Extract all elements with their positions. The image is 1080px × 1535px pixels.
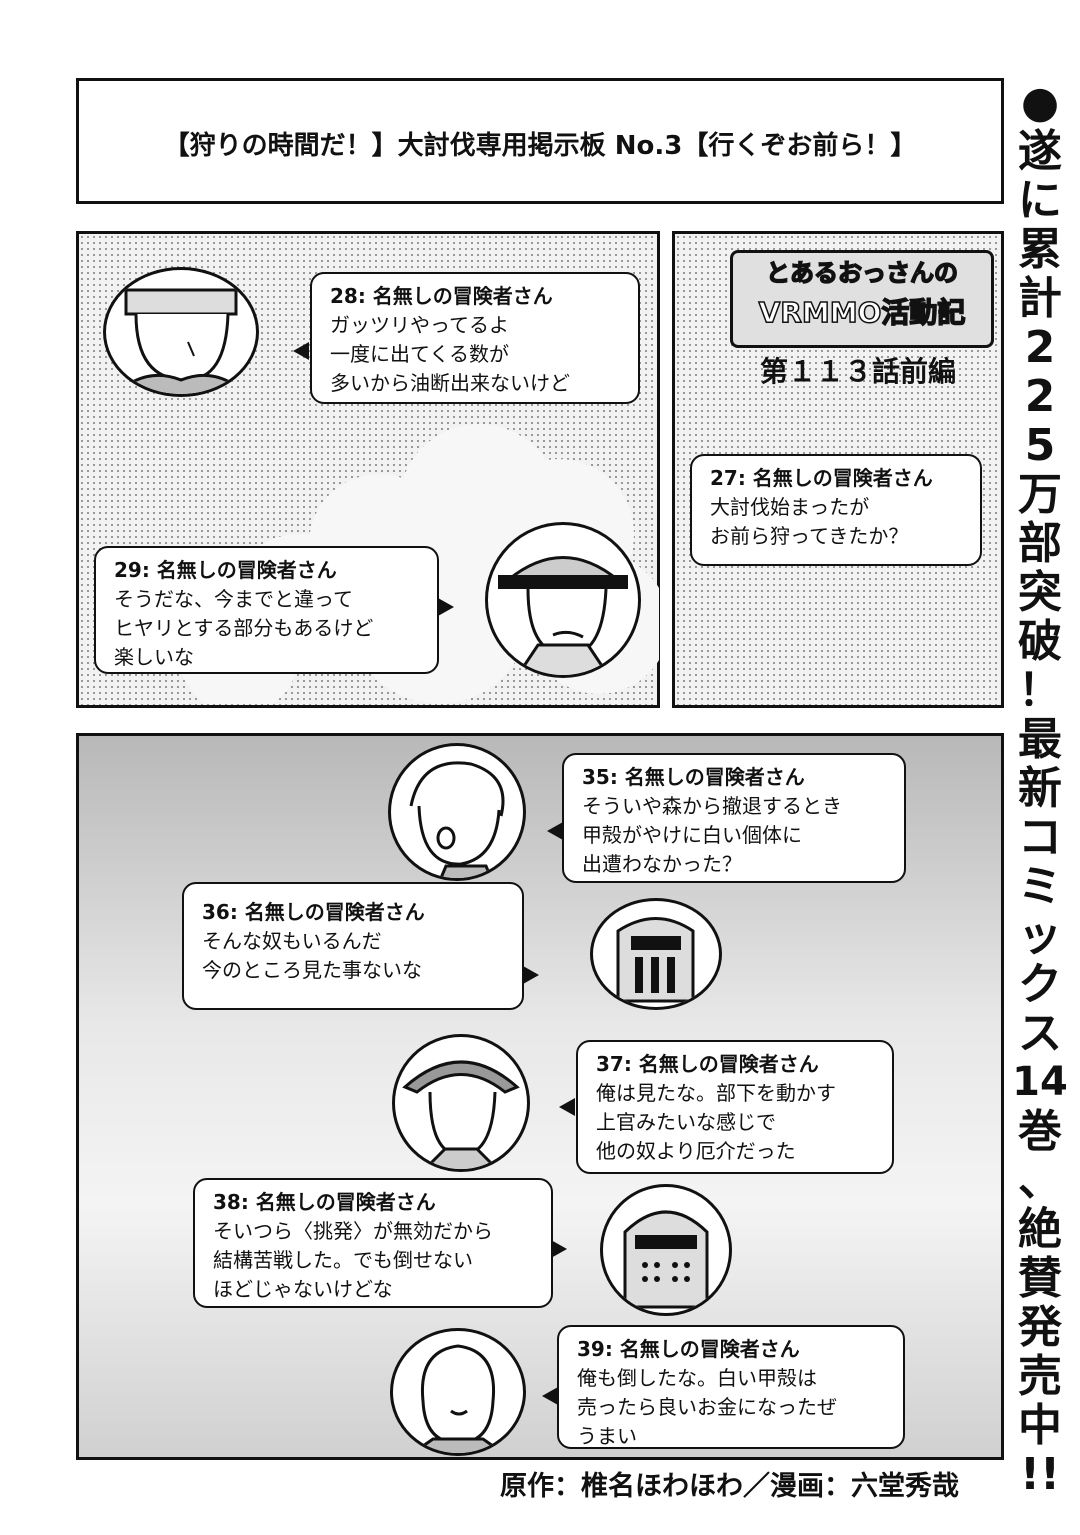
- side-banner-char: ●: [1020, 77, 1060, 128]
- cap-face-icon: [402, 1060, 520, 1169]
- post-bubble-27: 27: 名無しの冒険者さん 大討伐始まったが お前ら狩ってきたか？: [690, 454, 982, 566]
- side-banner-char: 中: [1018, 1400, 1062, 1451]
- post-bubble-39: 39: 名無しの冒険者さん 俺も倒したな。白い甲殻は 売ったら良いお金になったぜ…: [557, 1325, 905, 1449]
- post-line: そいつら〈挑発〉が無効だから: [213, 1219, 493, 1243]
- avatar-post-35: [388, 743, 526, 881]
- post-line: 甲殻がやけに白い個体に: [582, 823, 802, 847]
- post-line: お前ら狩ってきたか？: [710, 524, 909, 548]
- side-banner-char: 累: [1018, 224, 1062, 275]
- side-banner-char: 売: [1018, 1351, 1062, 1402]
- side-banner-char: 遂: [1018, 126, 1062, 177]
- series-logo: とあるおっさんの VRMMO活動記: [730, 250, 994, 348]
- post-line: ほどじゃないけどな: [213, 1277, 393, 1301]
- post-bubble-35: 35: 名無しの冒険者さん そういや森から撤退するとき 甲殻がやけに白い個体に …: [562, 753, 906, 883]
- side-banner-char: 絶: [1018, 1204, 1062, 1255]
- side-banner-char: 万: [1018, 469, 1062, 520]
- side-banner-char: 部: [1018, 518, 1062, 569]
- side-banner-char: 最: [1018, 714, 1062, 765]
- side-banner-char: 賛: [1018, 1253, 1062, 1304]
- side-banner-char: 14: [1012, 1059, 1068, 1105]
- post-line: そんな奴もいるんだ: [202, 929, 382, 953]
- post-header: 38: 名無しの冒険者さん: [213, 1190, 436, 1214]
- post-line: 一度に出てくる数が: [330, 342, 509, 366]
- post-bubble-36: 36: 名無しの冒険者さん そんな奴もいるんだ 今のところ見た事ないな: [182, 882, 524, 1010]
- post-bubble-37: 37: 名無しの冒険者さん 俺は見たな。部下を動かす 上官みたいな感じで 他の奴…: [576, 1040, 894, 1174]
- post-bubble-38: 38: 名無しの冒険者さん そいつら〈挑発〉が無効だから 結構苦戦した。でも倒せ…: [193, 1178, 553, 1308]
- side-banner-char: コ: [1018, 812, 1062, 863]
- side-banner-char: ！: [1018, 665, 1062, 716]
- post-header: 37: 名無しの冒険者さん: [596, 1052, 819, 1076]
- post-line: そうだな、今までと違って: [114, 587, 353, 611]
- bubble-tail: [547, 822, 563, 840]
- post-header: 28: 名無しの冒険者さん: [330, 284, 553, 308]
- side-banner-char: ッ: [1018, 910, 1062, 961]
- side-banner-char: ミ: [1018, 861, 1062, 912]
- hat-face-icon: [498, 556, 628, 675]
- post-line: 俺は見たな。部下を動かす: [596, 1081, 836, 1105]
- avatar-post-37: [392, 1034, 530, 1172]
- side-banner-char: 発: [1018, 1302, 1062, 1353]
- knight-helmet-icon: [623, 1210, 709, 1309]
- bubble-tail: [523, 966, 539, 984]
- post-line: 楽しいな: [114, 645, 194, 669]
- post-line: 他の奴より厄介だった: [596, 1139, 796, 1163]
- post-bubble-29: 29: 名無しの冒険者さん そうだな、今までと違って ヒヤリとする部分もあるけど…: [94, 546, 439, 674]
- side-banner-char: 、: [1018, 1155, 1062, 1206]
- post-line: 大討伐始まったが: [710, 495, 870, 519]
- boy-face-icon: [409, 761, 505, 878]
- side-banner-char: 新: [1018, 763, 1062, 814]
- side-banner-char: 巻: [1018, 1106, 1062, 1157]
- side-banner-char: 突: [1018, 567, 1062, 618]
- chapter-label: 第１１３話前編: [760, 355, 957, 388]
- post-line: 多いから油断出来ないけど: [330, 371, 570, 395]
- side-banner-char: ス: [1018, 1008, 1062, 1059]
- post-line: ガッツリやってるよ: [330, 313, 509, 337]
- bald-face-icon: [412, 1344, 504, 1453]
- side-banner-char: 5: [1024, 420, 1056, 471]
- bubble-tail: [559, 1098, 575, 1116]
- bubble-tail: [438, 598, 454, 616]
- helmet-icon: [616, 917, 695, 1003]
- post-header: 35: 名無しの冒険者さん: [582, 765, 805, 789]
- post-header: 27: 名無しの冒険者さん: [710, 466, 933, 490]
- bubble-tail: [542, 1387, 558, 1405]
- side-banner-char: 破: [1018, 616, 1062, 667]
- post-line: 俺も倒したな。白い甲殻は: [577, 1366, 817, 1390]
- avatar-post-29: [485, 522, 641, 678]
- avatar-post-39: [390, 1328, 526, 1456]
- avatar-post-28: [103, 267, 259, 397]
- side-banner-char: 2: [1024, 322, 1056, 373]
- post-line: ヒヤリとする部分もあるけど: [114, 616, 374, 640]
- post-line: 売ったら良いお金になったぜ: [577, 1395, 837, 1419]
- post-line: 結構苦戦した。でも倒せない: [213, 1248, 473, 1272]
- side-banner-char: 計: [1018, 273, 1062, 324]
- post-bubble-28: 28: 名無しの冒険者さん ガッツリやってるよ 一度に出てくる数が 多いから油断…: [310, 272, 640, 404]
- post-line: そういや森から撤退するとき: [582, 794, 842, 818]
- logo-line-1: とあるおっさんの: [765, 258, 959, 288]
- side-banner-char: に: [1018, 175, 1062, 226]
- side-banner-char: !!: [1019, 1449, 1061, 1500]
- board-title: 【狩りの時間だ！】大討伐専用掲示板 No.3【行くぞお前ら！】: [163, 131, 917, 161]
- bubble-tail: [551, 1240, 567, 1258]
- post-line: 今のところ見た事ないな: [202, 958, 422, 982]
- bubble-tail: [293, 342, 309, 360]
- side-banner-char: 2: [1024, 371, 1056, 422]
- post-line: うまい: [577, 1424, 637, 1448]
- post-header: 39: 名無しの冒険者さん: [577, 1337, 800, 1361]
- post-header: 36: 名無しの冒険者さん: [202, 900, 425, 924]
- credits: 原作：椎名ほわほわ／漫画：六堂秀哉: [500, 1471, 959, 1502]
- board-title-box: 【狩りの時間だ！】大討伐専用掲示板 No.3【行くぞお前ら！】: [76, 78, 1004, 204]
- avatar-post-38: [600, 1184, 732, 1316]
- post-header: 29: 名無しの冒険者さん: [114, 558, 337, 582]
- bandana-face-icon: [114, 288, 248, 394]
- logo-line-2: VRMMO活動記: [758, 295, 966, 330]
- post-line: 出遭わなかった？: [582, 852, 742, 876]
- avatar-post-36: [590, 898, 722, 1010]
- side-banner-char: ク: [1018, 959, 1062, 1010]
- post-line: 上官みたいな感じで: [596, 1110, 776, 1134]
